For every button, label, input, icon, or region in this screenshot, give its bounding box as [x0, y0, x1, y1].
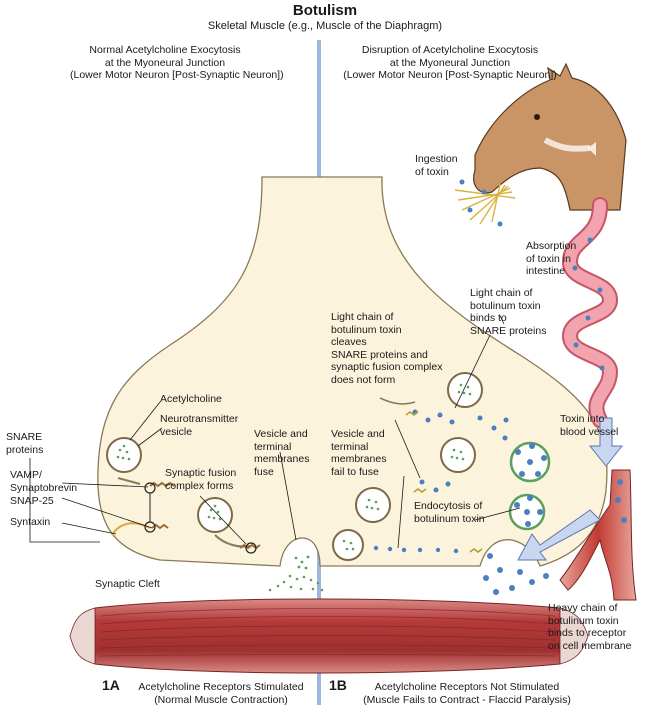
label-snare-proteins: SNARE proteins	[6, 431, 44, 456]
muscle	[69, 598, 589, 674]
label-synaptic-fusion: Synaptic fusion complex forms	[165, 467, 237, 492]
vesicle-right-1	[447, 372, 483, 408]
label-syntaxin: Syntaxin	[10, 516, 51, 528]
label-toxin-blood: Toxin into blood vessel	[560, 413, 619, 438]
page-subtitle: Skeletal Muscle (e.g., Muscle of the Dia…	[207, 20, 443, 32]
label-vesicle-membranes-fuse: Vesicle and terminal membranes fuse	[254, 428, 310, 478]
panel-number-1a: 1A	[102, 677, 120, 693]
vesicle-left-2	[197, 497, 233, 533]
label-snap25: SNAP-25	[10, 495, 54, 507]
right-panel-header: Disruption of Acetylcholine Exocytosis a…	[343, 44, 557, 81]
label-synaptic-cleft: Synaptic Cleft	[95, 578, 160, 590]
snare-proteins-left	[111, 477, 261, 554]
axon-terminal	[97, 176, 608, 567]
left-caption: Acetylcholine Receptors Stimulated (Norm…	[138, 681, 304, 706]
page-title: Botulism	[292, 2, 358, 19]
label-light-chain-binds: Light chain of botulinum toxin binds to …	[470, 287, 547, 337]
label-vamp: VAMP/ Synaptobrevin	[10, 469, 78, 494]
right-caption: Acetylcholine Receptors Not Stimulated (…	[363, 681, 571, 706]
acetylcholine-release	[268, 555, 324, 592]
leader-lines	[29, 315, 521, 549]
endosome-1	[509, 441, 551, 483]
pathway-arrows	[517, 417, 624, 561]
toxin-particles	[373, 409, 549, 595]
vesicle-right-2	[440, 437, 476, 473]
hay-toxin	[459, 179, 503, 227]
label-absorption: Absorption of toxin in intestine	[526, 240, 577, 277]
toxin-pairs	[379, 397, 483, 553]
hay	[454, 183, 516, 225]
endosome-2	[508, 493, 546, 531]
intestine-toxin	[572, 237, 605, 371]
vessel-toxin	[615, 479, 627, 523]
label-endocytosis: Endocytosis of botulinum toxin	[414, 500, 485, 525]
vesicle-left-1	[106, 437, 142, 473]
vesicle-right-4	[332, 529, 364, 561]
label-neurotransmitter-vesicle: Neurotransmitter vesicle	[160, 413, 239, 438]
horse-head	[473, 62, 627, 211]
label-acetylcholine: Acetylcholine	[160, 393, 222, 405]
panel-number-1b: 1B	[329, 677, 347, 693]
label-light-chain-cleaves: Light chain of botulinum toxin cleaves S…	[331, 311, 443, 386]
left-panel-header: Normal Acetylcholine Exocytosis at the M…	[70, 44, 284, 81]
label-heavy-chain: Heavy chain of botulinum toxin binds to …	[548, 602, 632, 652]
vesicle-right-3	[355, 487, 391, 523]
label-fail-to-fuse: Vesicle and terminal membranes fail to f…	[331, 428, 387, 478]
label-ingestion: Ingestion of toxin	[415, 153, 458, 178]
